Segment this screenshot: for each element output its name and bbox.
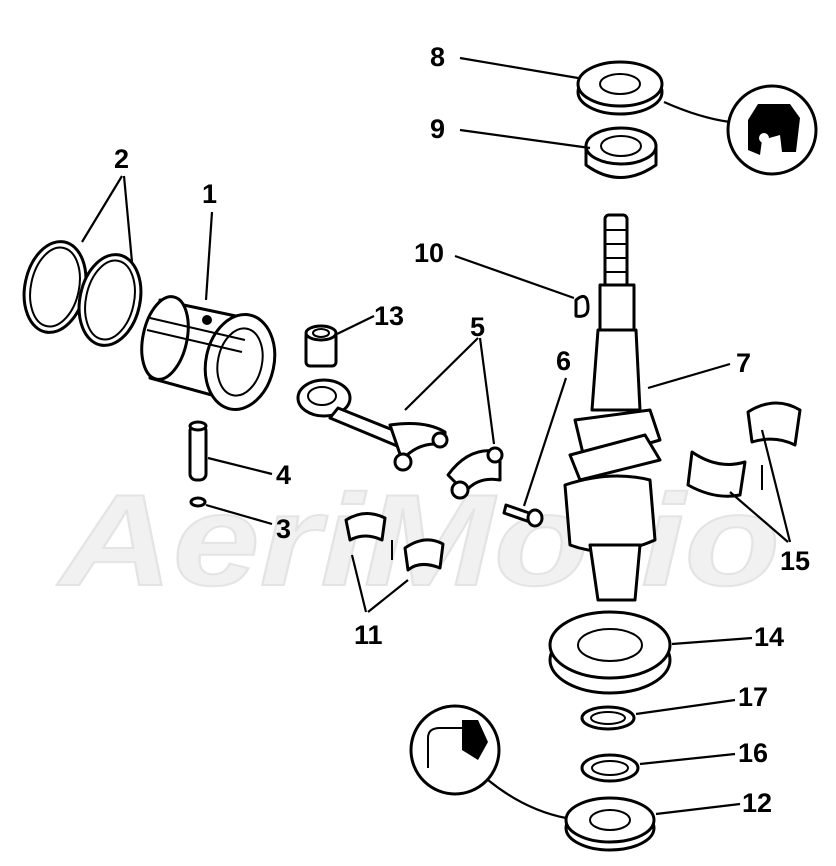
leader-8 (459, 56, 579, 80)
callout-16: 16 (738, 738, 768, 768)
leader-15a (760, 429, 792, 543)
callout-9: 9 (430, 114, 445, 144)
callout-3: 3 (276, 514, 291, 544)
connecting-rod (296, 378, 449, 472)
top-bearing (584, 126, 658, 179)
leader-10 (454, 254, 575, 300)
crankshaft (563, 213, 662, 602)
leader-11b (367, 579, 409, 613)
callout-1: 1 (202, 179, 217, 209)
callout-5: 5 (470, 312, 485, 342)
seal-application-icon-lower (409, 704, 501, 796)
rod-bearing-halves (344, 512, 445, 572)
piston (140, 295, 277, 411)
snap-ring-upper (580, 705, 636, 731)
leader-6 (522, 377, 568, 507)
leader-14 (671, 636, 753, 646)
woodruff-key (574, 294, 590, 318)
leader-12 (655, 802, 741, 816)
leader-7 (647, 362, 731, 390)
callout-17: 17 (738, 682, 768, 712)
leader-5a (404, 337, 479, 411)
leader-3 (205, 503, 273, 526)
rod-cap (446, 446, 504, 500)
leader-16 (639, 752, 736, 766)
callout-6: 6 (556, 346, 571, 376)
leader-seal-bottom (487, 779, 567, 820)
snap-ring-lower (580, 753, 640, 783)
callout-7: 7 (736, 348, 751, 378)
callout-2: 2 (114, 144, 129, 174)
callout-11: 11 (354, 620, 383, 650)
leader-2b (122, 175, 134, 263)
callout-14: 14 (754, 622, 784, 652)
piston-pin (188, 420, 208, 482)
leader-seal-top (663, 100, 731, 124)
leader-9 (459, 128, 591, 150)
leader-5b (478, 337, 496, 445)
lower-oil-seal (564, 796, 656, 852)
needle-bearing-small (304, 324, 338, 368)
leader-13 (336, 315, 375, 335)
piston-rings (22, 240, 143, 347)
rod-screw (502, 503, 544, 528)
callout-15: 15 (780, 546, 810, 576)
callout-12: 12 (742, 788, 772, 818)
callout-4: 4 (276, 460, 291, 490)
pin-clip (189, 496, 207, 508)
leader-15b (729, 491, 789, 543)
callout-8: 8 (430, 42, 445, 72)
top-oil-seal (576, 60, 664, 116)
leader-17 (635, 698, 736, 716)
leader-1 (204, 211, 214, 301)
callout-13: 13 (374, 301, 404, 331)
main-bearing-halves (686, 401, 802, 498)
seal-application-icon (726, 84, 818, 176)
leader-4 (207, 456, 273, 476)
leader-11a (350, 554, 368, 613)
lower-ball-bearing (548, 610, 672, 695)
callout-10: 10 (414, 238, 444, 268)
leader-2a (81, 175, 123, 243)
